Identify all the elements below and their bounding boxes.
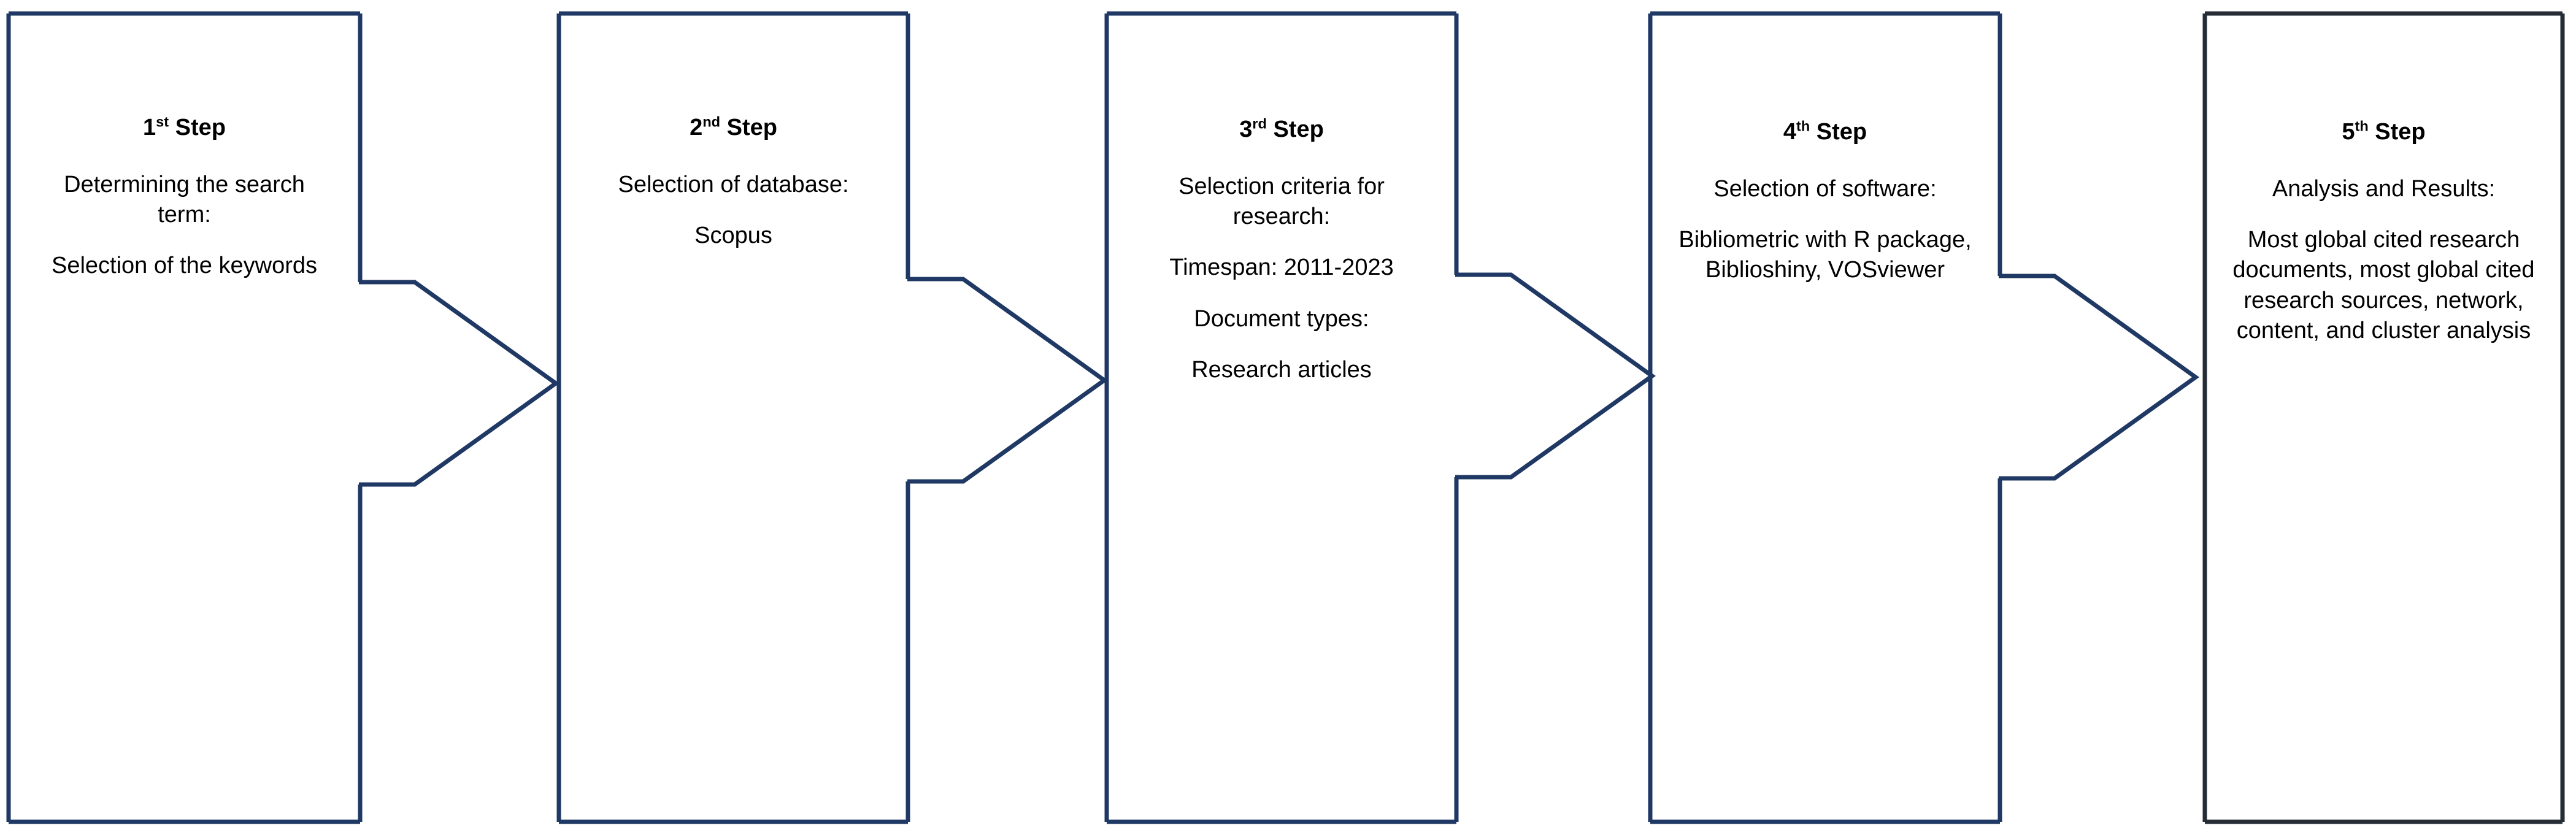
step-3-title-word: Step xyxy=(1273,117,1324,142)
arrow-1-to-2 xyxy=(359,280,560,487)
step-5-line-2: Most global cited research documents, mo… xyxy=(2232,227,2535,344)
step-2-line-2: Scopus xyxy=(694,223,772,249)
step-4-title-word: Step xyxy=(1816,119,1867,145)
step-4-line-2: Bibliometric with R package, Biblioshiny… xyxy=(1678,227,1972,283)
step-1-number: 1 xyxy=(143,115,156,140)
step-5-title-word: Step xyxy=(2375,119,2426,145)
step-4-title: 4th Step xyxy=(1783,119,1867,146)
step-2-title-word: Step xyxy=(726,115,777,140)
step-2-title: 2nd Step xyxy=(690,115,777,142)
step-1-title: 1st Step xyxy=(143,115,226,142)
step-3-line-3: Document types: xyxy=(1194,305,1369,332)
step-1-ordinal-suffix: st xyxy=(156,113,169,130)
step-5-number: 5 xyxy=(2342,119,2355,145)
step-3-line-1: Selection criteria for research: xyxy=(1178,173,1385,230)
step-1-title-word: Step xyxy=(175,115,226,140)
step-3-ordinal-suffix: rd xyxy=(1252,115,1267,132)
step-5-ordinal-suffix: th xyxy=(2355,118,2369,134)
step-3-line-4: Research articles xyxy=(1191,357,1372,383)
step-3-number: 3 xyxy=(1239,117,1253,142)
step-3-title: 3rd Step xyxy=(1239,117,1324,144)
step-2-ordinal-suffix: nd xyxy=(702,113,720,130)
step-2-number: 2 xyxy=(690,115,703,140)
arrow-3-to-4 xyxy=(1455,272,1656,480)
step-1-line-2: Selection of the keywords xyxy=(51,253,317,279)
arrow-4-to-5 xyxy=(1999,274,2200,481)
arrow-2-to-3 xyxy=(907,277,1109,484)
step-4-line-1: Selection of software: xyxy=(1713,175,1937,202)
step-4-number: 4 xyxy=(1783,119,1796,145)
step-5-line-1: Analysis and Results: xyxy=(2272,175,2496,202)
step-3-line-2: Timespan: 2011-2023 xyxy=(1169,255,1394,281)
step-4-ordinal-suffix: th xyxy=(1796,118,1810,134)
step-2-line-1: Selection of database: xyxy=(618,171,849,197)
step-1-line-1: Determining the search term: xyxy=(64,171,305,228)
step-5-title: 5th Step xyxy=(2342,119,2425,146)
